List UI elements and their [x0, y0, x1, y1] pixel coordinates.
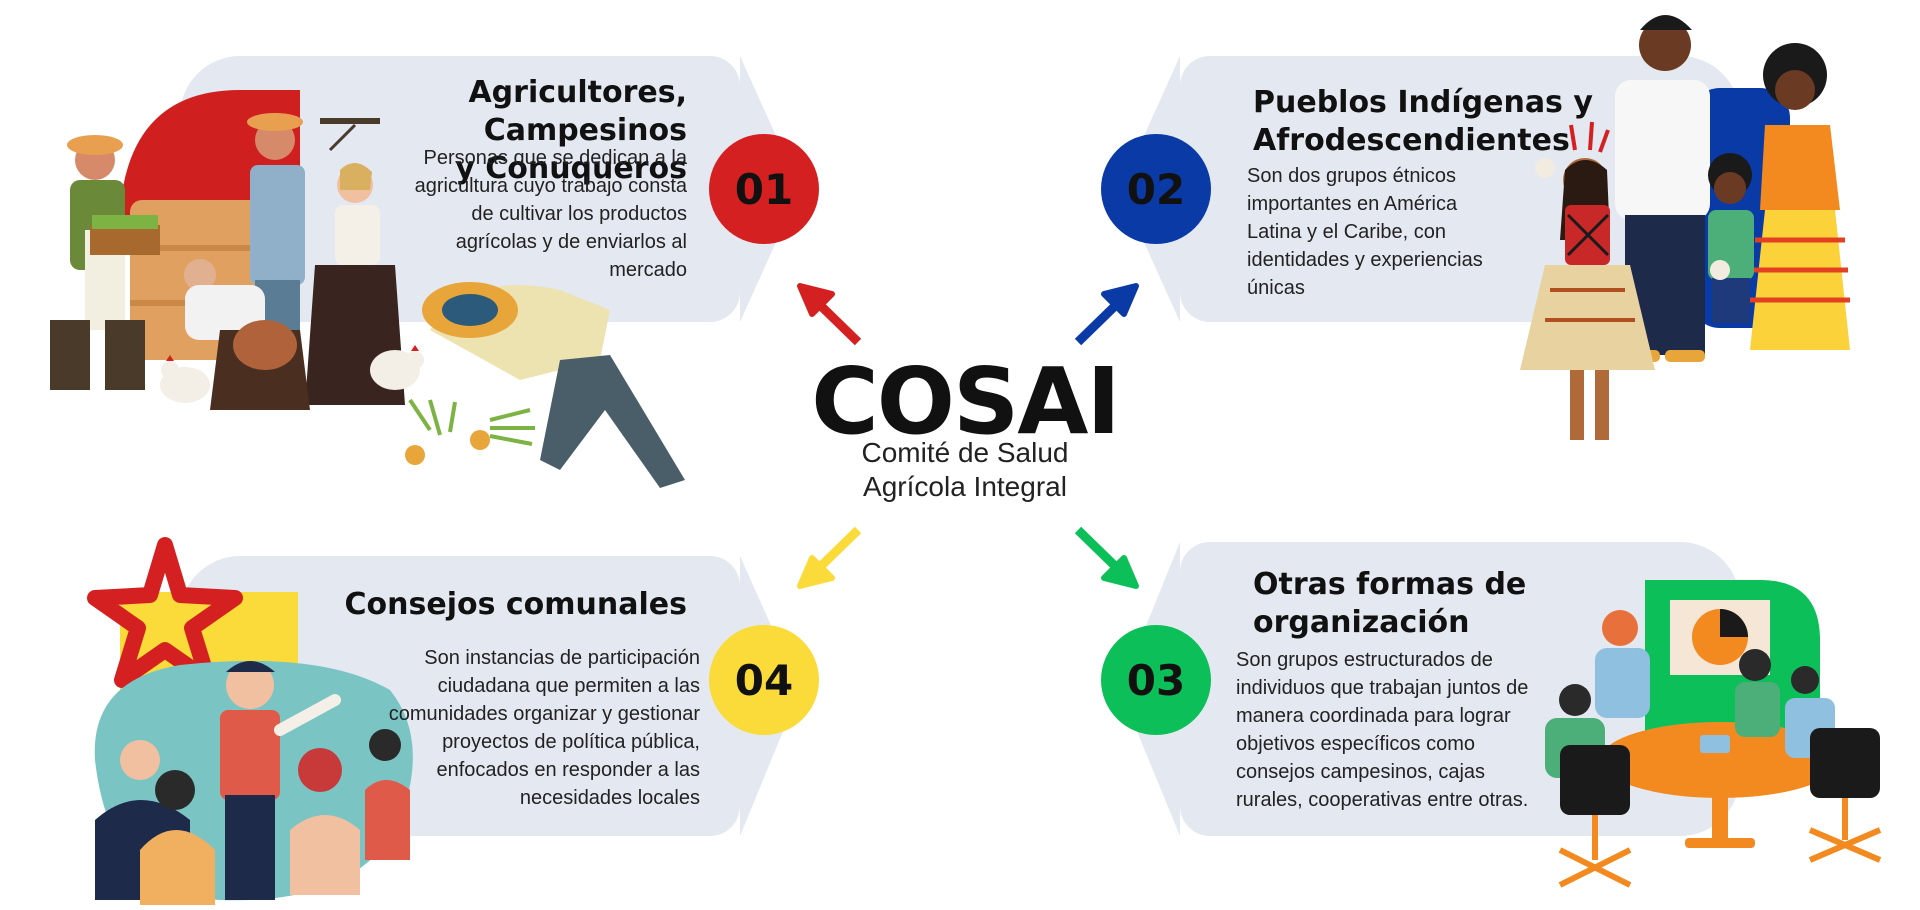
card-03-desc-line: Son grupos estructurados de: [1236, 649, 1493, 671]
card-04-desc-line: enfocados en responder a las: [436, 759, 700, 781]
card-01-desc-line: de cultivar los productos: [471, 203, 687, 225]
card-04-title: Consejos comunales: [300, 586, 687, 624]
card-02-desc-line: Son dos grupos étnicos: [1247, 165, 1457, 187]
card-02-number-badge: 02: [1101, 134, 1211, 244]
indigenous-afro-illustration: [1520, 15, 1850, 440]
arrow-to-04: [797, 526, 862, 589]
card-03-number-badge: 03: [1101, 625, 1211, 735]
center-title: COSAI: [811, 348, 1120, 455]
card-04-description: Son instancias de participación ciudadan…: [350, 644, 700, 812]
card-03-description: Son grupos estructurados de individuos q…: [1236, 646, 1576, 814]
card-02-desc-line: únicas: [1247, 277, 1305, 299]
card-02-title: Pueblos Indígenas y Afrodescendientes: [1253, 84, 1673, 160]
card-03-desc-line: consejos campesinos, cajas: [1236, 761, 1486, 783]
card-04-desc-line: comunidades organizar y gestionar: [388, 703, 700, 725]
arrow-to-01: [797, 283, 862, 346]
card-03-title-line1: Otras formas de: [1253, 567, 1527, 602]
card-03-desc-line: objetivos específicos como: [1236, 733, 1476, 755]
card-02-title-line2: Afrodescendientes: [1253, 123, 1570, 158]
card-01-desc-line: agricultura cuyo trabajo consta: [414, 175, 687, 197]
card-04-desc-line: proyectos de política pública,: [442, 731, 700, 753]
card-01-title-line1: Agricultores, Campesinos: [468, 75, 687, 148]
meeting-illustration: [1545, 580, 1882, 888]
card-03-desc-line: individuos que trabajan juntos de: [1236, 677, 1529, 699]
card-01-description: Personas que se dedican a la agricultura…: [360, 144, 687, 284]
card-04-number-badge: 04: [709, 625, 819, 735]
card-04-desc-line: ciudadana que permiten a las: [437, 675, 700, 697]
card-02-desc-line: identidades y experiencias: [1247, 249, 1483, 271]
card-02-desc-line: Latina y el Caribe, con: [1247, 221, 1447, 243]
center-subtitle: Comité de Salud Agrícola Integral: [800, 436, 1130, 504]
card-04-desc-line: Son instancias de participación: [424, 647, 700, 669]
arrow-to-03: [1074, 526, 1139, 589]
card-01-desc-line: Personas que se dedican a la: [423, 147, 687, 169]
card-03-title: Otras formas de organización: [1253, 566, 1633, 642]
card-01-title: Agricultores, Campesinos y Conuqueros: [260, 74, 687, 188]
farmers-illustration: [50, 90, 685, 488]
card-01-number-badge: 01: [709, 134, 819, 244]
card-02-description: Son dos grupos étnicos importantes en Am…: [1247, 162, 1547, 302]
center-subtitle-line2: Agrícola Integral: [863, 471, 1067, 502]
card-03-title-line2: organización: [1253, 605, 1470, 640]
center-subtitle-line1: Comité de Salud: [861, 437, 1069, 468]
card-01-title-line2: y Conuqueros: [455, 151, 687, 186]
community-illustration: [87, 537, 413, 905]
arrow-to-02: [1074, 283, 1139, 346]
card-03-desc-line: rurales, cooperativas entre otras.: [1236, 789, 1529, 811]
card-01-desc-line: mercado: [609, 259, 687, 281]
card-04-title-line1: Consejos comunales: [344, 587, 687, 622]
card-01-desc-line: agrícolas y de enviarlos al: [455, 231, 687, 253]
card-02-desc-line: importantes en América: [1247, 193, 1458, 215]
card-02-title-line1: Pueblos Indígenas y: [1253, 85, 1593, 120]
card-04-desc-line: necesidades locales: [519, 787, 700, 809]
card-03-desc-line: manera coordinada para lograr: [1236, 705, 1511, 727]
